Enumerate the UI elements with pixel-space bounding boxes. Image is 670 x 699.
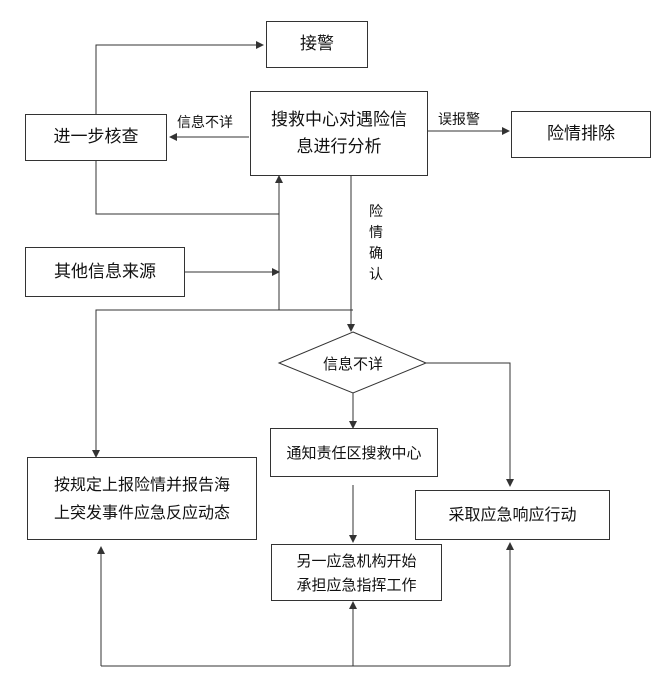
edge-label-false-alarm: 误报警 (438, 109, 480, 129)
further-check-node: 进一步核查 (25, 114, 167, 161)
other-agency-label-line1: 另一应急机构开始 (296, 551, 417, 570)
report-node: 按规定上报险情并报告海 上突发事件应急反应动态 (27, 457, 257, 540)
report-label: 按规定上报险情并报告海 上突发事件应急反应动态 (54, 471, 230, 527)
analysis-label: 搜救中心对遇险信 息进行分析 (271, 107, 407, 160)
danger-confirmed-char-4: 认 (369, 267, 383, 283)
decision-label: 信息不详 (322, 354, 383, 373)
edge-label-danger-confirmed: 险 情 确 认 (368, 202, 384, 286)
other-sources-node: 其他信息来源 (25, 247, 185, 297)
analysis-label-line2: 息进行分析 (296, 136, 382, 157)
receive-alarm-label: 接警 (300, 34, 334, 55)
notify-center-label: 通知责任区搜救中心 (286, 443, 422, 462)
edge-label-info-unclear: 信息不详 (177, 112, 233, 132)
notify-center-node: 通知责任区搜救中心 (270, 428, 438, 477)
arrow-further-check-to-receive (95, 41, 264, 114)
other-agency-label-line2: 承担应急指挥工作 (296, 575, 417, 594)
analysis-label-line1: 搜救中心对遇险信 (271, 110, 407, 131)
line-confirmation-branch (92, 309, 353, 458)
other-agency-label: 另一应急机构开始 承担应急指挥工作 (296, 549, 416, 597)
decision-node: 信息不详 (280, 340, 426, 386)
danger-confirmed-char-2: 情 (369, 225, 383, 241)
danger-confirmed-char-3: 确 (369, 246, 383, 262)
other-sources-label: 其他信息来源 (54, 261, 156, 282)
take-action-node: 采取应急响应行动 (415, 490, 610, 540)
report-label-line1: 按规定上报险情并报告海 (53, 474, 230, 494)
receive-alarm-node: 接警 (266, 21, 368, 68)
danger-clear-node: 险情排除 (511, 111, 651, 158)
danger-confirmed-char-1: 险 (369, 204, 383, 220)
take-action-label: 采取应急响应行动 (448, 504, 577, 524)
report-label-line2: 上突发事件应急反应动态 (53, 502, 230, 522)
arrow-decision-to-action (426, 362, 514, 487)
line-further-check-feedback (95, 160, 279, 215)
analysis-node: 搜救中心对遇险信 息进行分析 (250, 91, 428, 176)
other-agency-node: 另一应急机构开始 承担应急指挥工作 (271, 544, 442, 601)
danger-clear-label: 险情排除 (547, 124, 615, 145)
further-check-label: 进一步核查 (53, 127, 139, 148)
